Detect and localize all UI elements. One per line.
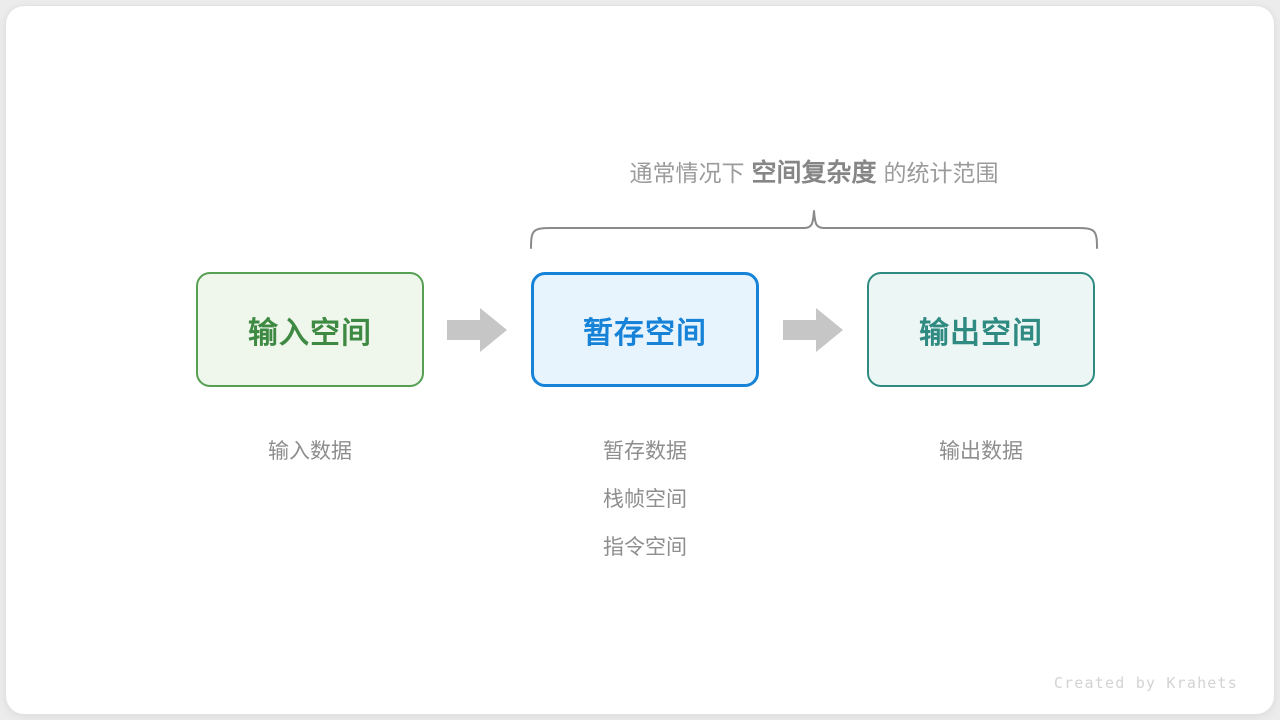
box-output-space[interactable]: 输出空间 [867,272,1095,387]
range-title: 通常情况下空间复杂度的统计范围 [531,154,1097,192]
caption-buffer-line-2: 栈帧空间 [603,488,687,511]
caption-buffer-line-1: 暂存数据 [603,440,687,463]
box-buffer-space[interactable]: 暂存空间 [531,272,759,387]
range-title-suffix: 的统计范围 [883,160,999,186]
curly-brace-icon [521,202,1107,258]
watermark-credit: Created by Krahets [1053,674,1238,692]
box-buffer-space-label: 暂存空间 [583,316,707,350]
captions-output: 输出数据 [867,428,1095,476]
box-output-space-label: 输出空间 [919,316,1043,350]
caption-output-line-1: 输出数据 [939,440,1023,463]
arrow-right-icon-input-to-buffer [447,308,507,352]
range-title-prefix: 通常情况下 [629,160,745,186]
slide-card: 通常情况下空间复杂度的统计范围 输入空间 暂存空间 输出空间 [6,6,1274,714]
captions-buffer: 暂存数据 栈帧空间 指令空间 [531,428,759,572]
caption-input-line-1: 输入数据 [268,440,352,463]
captions-input: 输入数据 [196,428,424,476]
caption-buffer-line-3: 指令空间 [603,536,687,559]
box-input-space-label: 输入空间 [248,316,372,350]
range-title-emphasis: 空间复杂度 [751,159,877,187]
arrow-right-icon-buffer-to-output [783,308,843,352]
box-input-space[interactable]: 输入空间 [196,272,424,387]
